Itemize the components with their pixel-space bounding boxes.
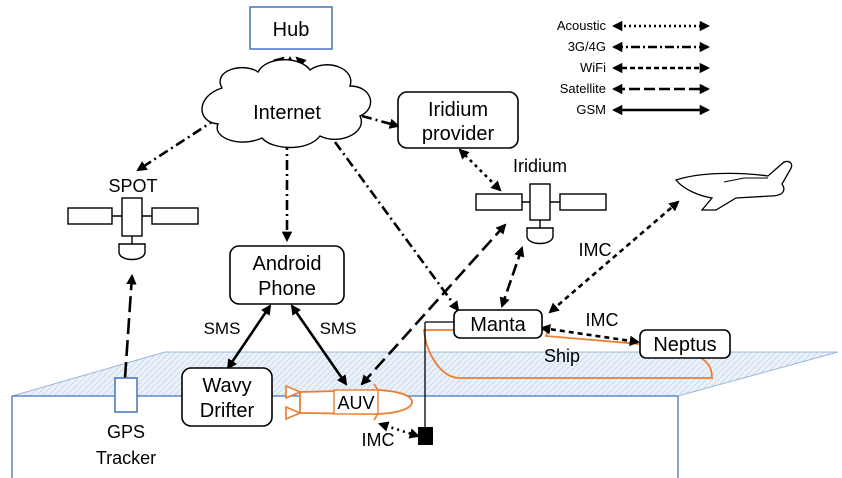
hub-node[interactable]: Hub (249, 6, 333, 50)
hub-label: Hub (273, 19, 310, 41)
ship-label: Ship (544, 346, 580, 366)
edge-android-auv (290, 304, 348, 386)
android-label-1: Android (253, 253, 322, 275)
spot-satellite (67, 197, 199, 261)
android-phone-node[interactable]: Android Phone (229, 245, 345, 305)
wavy-drifter-node[interactable]: Wavy Drifter (181, 367, 273, 427)
edge-plane-manta (548, 200, 680, 314)
edge-acoustic (378, 421, 420, 439)
legend-label: Satellite (560, 81, 606, 96)
auv-label: AUV (337, 393, 374, 413)
neptus-node[interactable]: Neptus (639, 329, 731, 359)
acoustic-transducer (418, 427, 433, 445)
gps-tracker-device[interactable] (114, 377, 138, 413)
edge-manta-neptus (539, 324, 641, 346)
internet-cloud[interactable]: Internet (201, 59, 372, 149)
gps-label-1: GPS (107, 422, 145, 442)
legend-label: Acoustic (557, 18, 607, 33)
edge-label-imc-acoustic: IMC (362, 430, 395, 450)
iridium-provider-node[interactable]: Iridium provider (397, 91, 519, 149)
iridium-satellite (475, 183, 607, 245)
wavy-label-1: Wavy (202, 375, 251, 397)
internet-label: Internet (253, 102, 321, 124)
edge-internet-manta (333, 141, 460, 312)
aircraft-icon (674, 160, 793, 211)
wavy-label-2: Drifter (200, 400, 255, 422)
neptus-label: Neptus (653, 334, 716, 356)
legend-item-wifi: WiFi (580, 60, 711, 75)
legend-label: GSM (576, 102, 606, 117)
edges (123, 55, 680, 439)
legend-label: WiFi (580, 60, 606, 75)
edge-label-sms-left: SMS (204, 319, 241, 338)
edge-hub-c (295, 56, 321, 81)
iridium-provider-label-2: provider (422, 123, 495, 145)
legend: Acoustic 3G/4G WiFi Satellite GSM (557, 18, 711, 117)
legend-item-gsm: GSM (576, 102, 711, 117)
edge-iridium-manta (499, 246, 525, 308)
edge-label-sms-right: SMS (320, 319, 357, 338)
edge-internet-provider (361, 114, 401, 129)
edge-label-imc-neptus: IMC (586, 310, 619, 330)
edge-android-wavy (226, 304, 272, 370)
iridium-provider-label-1: Iridium (428, 99, 488, 121)
android-label-2: Phone (258, 278, 316, 300)
manta-node[interactable]: Manta (453, 309, 543, 339)
legend-item-3g4g: 3G/4G (568, 39, 711, 54)
iridium-label: Iridium (513, 156, 567, 176)
edge-internet-spot (136, 116, 219, 172)
spot-label: SPOT (108, 176, 157, 196)
auv-node[interactable]: AUV (333, 389, 379, 415)
manta-label: Manta (470, 314, 526, 336)
edge-iridium-auv (360, 223, 507, 386)
edge-provider-iridium (458, 148, 502, 192)
edge-gps-spot (123, 273, 137, 379)
legend-label: 3G/4G (568, 39, 606, 54)
gps-label-2: Tracker (96, 448, 156, 468)
legend-item-satellite: Satellite (560, 81, 711, 96)
edge-label-imc-plane: IMC (579, 240, 612, 260)
legend-item-acoustic: Acoustic (557, 18, 711, 33)
